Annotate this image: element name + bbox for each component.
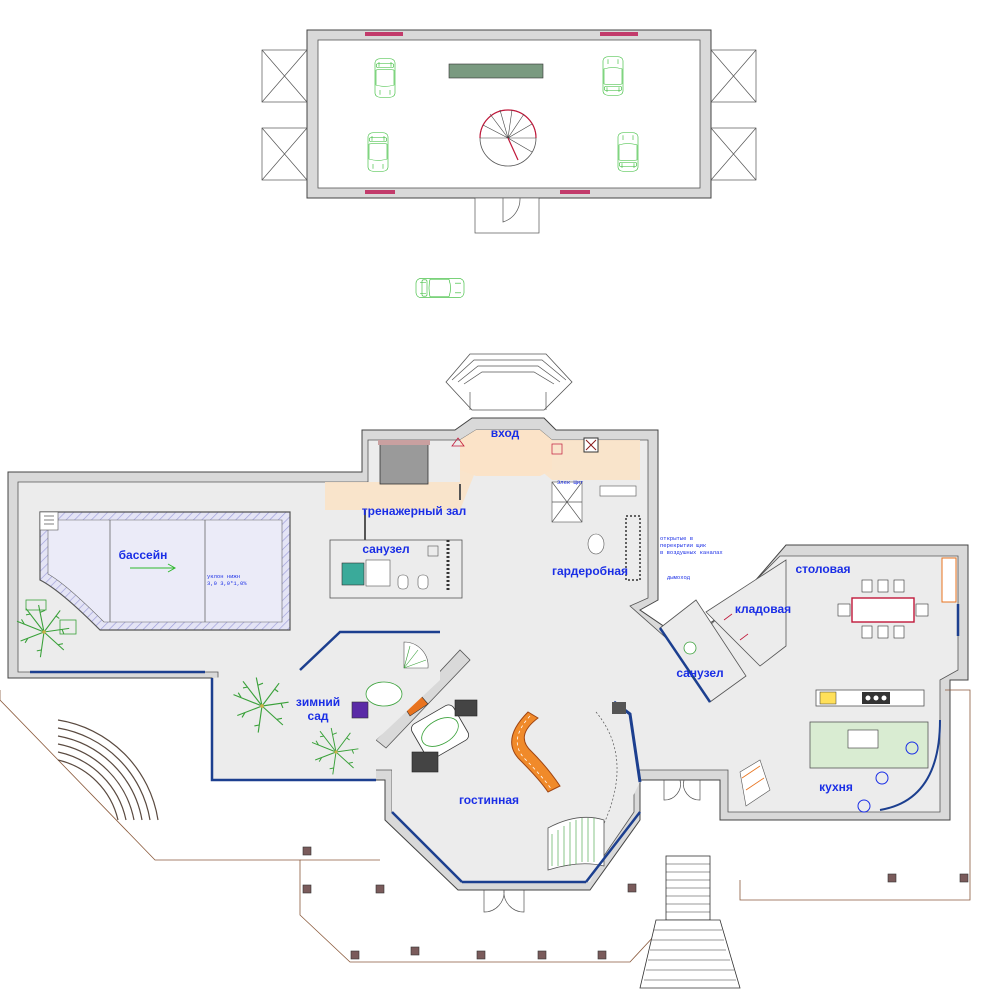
car-icon <box>415 278 465 298</box>
room-label-bathroom-1: санузел <box>362 542 409 556</box>
dining-table-icon <box>837 579 929 639</box>
room-label-kitchen: кухня <box>819 780 853 794</box>
room-label-wardrobe: гардеробная <box>552 564 628 578</box>
garage-right-doors <box>710 49 757 181</box>
room-label-living-room: гостинная <box>459 793 519 807</box>
stair-icon <box>639 855 741 989</box>
room-label-winter-garden-2: сад <box>307 709 328 723</box>
terrace <box>0 689 971 963</box>
dining-room <box>837 557 960 639</box>
wardrobe-room <box>551 437 641 581</box>
garage-left-doors <box>261 49 308 181</box>
workbench <box>448 63 544 79</box>
spiral-stair-icon <box>479 109 537 167</box>
room-label-pool: бассейн <box>119 548 168 562</box>
shower-icon <box>341 562 365 586</box>
bathroom-1 <box>329 539 463 599</box>
note-vent-3: в воздушных каналах <box>660 549 723 556</box>
bathroom-2 <box>658 599 747 703</box>
room-label-dining: столовая <box>795 562 850 576</box>
garage <box>261 29 757 234</box>
note-pool-2: 3,0 3,0*1,0% <box>207 580 247 587</box>
note-chimney: дымоход <box>667 574 691 581</box>
room-label-bathroom-2: санузел <box>676 666 723 680</box>
pool-room <box>16 511 291 674</box>
note-vent-1: открытые в <box>660 535 693 542</box>
note-electrical-panel: Элек Щит <box>557 479 583 486</box>
gym-mat <box>379 443 429 485</box>
note-vent-2: перекрытии щик <box>660 542 706 549</box>
room-label-gym: тренажерный зал <box>362 504 466 518</box>
room-label-pantry: кладовая <box>735 602 791 616</box>
columns <box>302 846 969 960</box>
note-pool-1: уклон нижн <box>207 573 240 580</box>
winter-garden-room <box>210 630 440 782</box>
room-label-winter-garden: зимний <box>296 695 340 709</box>
pantry-room <box>705 559 787 667</box>
pool-ladder <box>39 511 59 531</box>
sofa-icon <box>511 711 561 793</box>
room-label-entrance: вход <box>491 426 520 440</box>
gym-room <box>364 437 465 540</box>
stair-icon <box>547 816 605 871</box>
kitchen-room <box>739 689 941 813</box>
garage-entry <box>474 197 540 234</box>
living-room <box>375 649 701 913</box>
entrance-portico <box>445 353 573 411</box>
amphitheatre-steps <box>57 719 159 821</box>
